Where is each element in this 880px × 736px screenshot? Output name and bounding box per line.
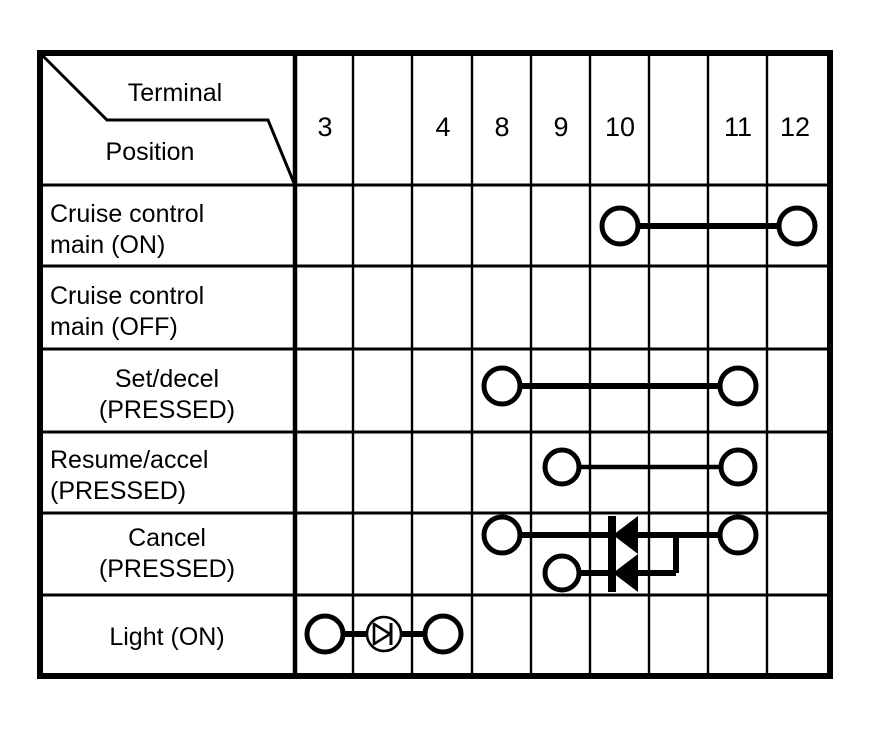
terminal-node-4 bbox=[422, 613, 464, 655]
connection-row-setdecel bbox=[481, 365, 759, 407]
row-label-cruise-off-line2: main (OFF) bbox=[50, 313, 178, 341]
row-label-resumeaccel-line2: (PRESSED) bbox=[50, 477, 186, 505]
row-label-cruise-off-line1: Cruise control bbox=[50, 282, 204, 310]
column-header-12: 12 bbox=[780, 112, 810, 142]
diode-upper-anode-triangle bbox=[613, 516, 638, 554]
terminal-node-9 bbox=[542, 447, 582, 487]
terminal-node-3 bbox=[304, 613, 346, 655]
connection-row-light bbox=[304, 613, 464, 655]
table-outer-border bbox=[37, 50, 833, 679]
terminal-node-11 bbox=[717, 365, 759, 407]
row-label-cancel-line2: (PRESSED) bbox=[99, 555, 235, 583]
column-header-11: 11 bbox=[724, 112, 752, 142]
terminal-node-10 bbox=[599, 205, 641, 247]
row-label-setdecel-line1: Set/decel bbox=[115, 365, 219, 393]
row-label-cruise-on-line1: Cruise control bbox=[50, 200, 204, 228]
row-label-setdecel-line2: (PRESSED) bbox=[99, 396, 235, 424]
column-header-4: 4 bbox=[435, 112, 450, 142]
terminal-node-11 bbox=[717, 514, 759, 556]
header-diagonal-divider bbox=[41, 54, 296, 184]
terminal-node-8 bbox=[481, 365, 523, 407]
column-header-9: 9 bbox=[553, 112, 568, 142]
lamp-icon-outline bbox=[365, 615, 403, 653]
row-gridlines bbox=[42, 183, 828, 597]
row-label-cruise-on-line2: main (ON) bbox=[50, 231, 165, 259]
row-label-cancel-line1: Cancel bbox=[128, 524, 206, 552]
terminal-node-9 bbox=[542, 553, 582, 593]
connection-row-cruise-on bbox=[599, 205, 818, 247]
row-label-light-on: Light (ON) bbox=[109, 623, 224, 651]
diode-lower-anode-triangle bbox=[613, 554, 638, 592]
terminal-node-8 bbox=[481, 514, 523, 556]
column-header-3: 3 bbox=[317, 112, 332, 142]
row-label-resumeaccel-line1: Resume/accel bbox=[50, 446, 208, 474]
connection-row-resumeaccel bbox=[542, 447, 758, 487]
column-header-8: 8 bbox=[494, 112, 509, 142]
header-position-label: Position bbox=[106, 138, 195, 166]
connection-row-cancel bbox=[481, 514, 759, 593]
terminal-node-12 bbox=[776, 205, 818, 247]
terminal-node-11 bbox=[718, 447, 758, 487]
column-header-10: 10 bbox=[605, 112, 635, 142]
lamp-icon-triangle bbox=[372, 622, 392, 646]
header-terminal-label: Terminal bbox=[128, 79, 222, 107]
